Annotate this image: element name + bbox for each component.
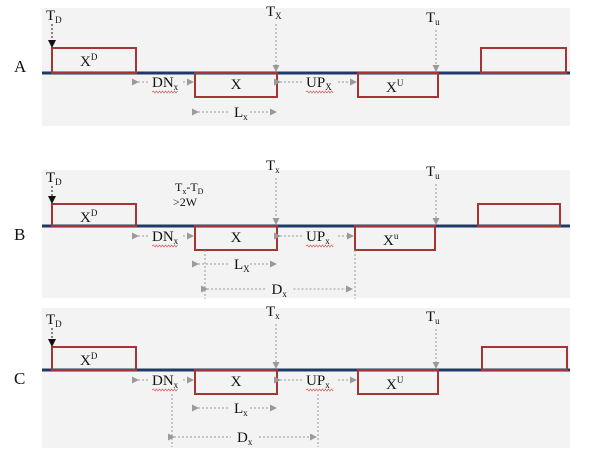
label-tx: TX xyxy=(266,4,282,21)
label-dnx: DNx xyxy=(152,373,179,390)
label-td: TD xyxy=(46,8,62,25)
label-xd: XD xyxy=(80,208,98,226)
label-lx: LX xyxy=(234,257,250,274)
label-xu: XU xyxy=(386,375,404,393)
label-tx: Tx xyxy=(266,158,280,175)
box-xd xyxy=(51,346,137,371)
label-dnx: DNx xyxy=(152,75,179,92)
box-next xyxy=(480,47,567,74)
panel-background xyxy=(42,8,570,126)
label-dx: Dx xyxy=(272,282,288,299)
spell-underline xyxy=(305,90,334,94)
panel-label: A xyxy=(14,57,27,76)
label-xu: Xu xyxy=(383,231,399,249)
box-xd xyxy=(51,203,137,227)
label-lx: Lx xyxy=(234,105,248,122)
label-tx: Tx xyxy=(266,304,280,321)
label-upx: UPX xyxy=(306,75,332,92)
box-next xyxy=(481,346,568,371)
spell-underline xyxy=(305,244,334,248)
panel-label: B xyxy=(14,225,25,244)
label-tu: Tu xyxy=(426,309,440,326)
box-next xyxy=(477,203,561,227)
label-dx: Dx xyxy=(237,430,253,447)
label-td: TD xyxy=(46,312,62,329)
label-td: TD xyxy=(46,170,62,187)
spell-underline xyxy=(151,388,178,392)
label-upx: UPx xyxy=(306,373,330,390)
panel-background xyxy=(42,170,570,298)
spell-underline xyxy=(151,244,178,248)
box-xd xyxy=(51,47,137,74)
box-xu xyxy=(357,369,439,395)
spell-underline xyxy=(305,388,334,392)
label-x: X xyxy=(231,374,242,390)
label-x: X xyxy=(231,230,242,246)
note-condition-line1: Tx-TD xyxy=(175,180,204,196)
label-upx: UPx xyxy=(306,229,330,246)
box-xu xyxy=(357,72,439,98)
label-lx: Lx xyxy=(234,401,248,418)
spell-underline xyxy=(151,90,178,94)
label-dnx: DNx xyxy=(152,229,179,246)
panel-background xyxy=(42,308,570,448)
label-x: X xyxy=(231,77,242,93)
label-tu: Tu xyxy=(426,10,440,27)
label-xd: XD xyxy=(80,351,98,369)
label-tu: Tu xyxy=(426,164,440,181)
label-xd: XD xyxy=(80,52,98,70)
note-condition-line2: >2W xyxy=(173,195,198,209)
box-xu xyxy=(354,225,436,251)
label-xu: XU xyxy=(386,78,404,96)
panel-label: C xyxy=(14,369,25,388)
